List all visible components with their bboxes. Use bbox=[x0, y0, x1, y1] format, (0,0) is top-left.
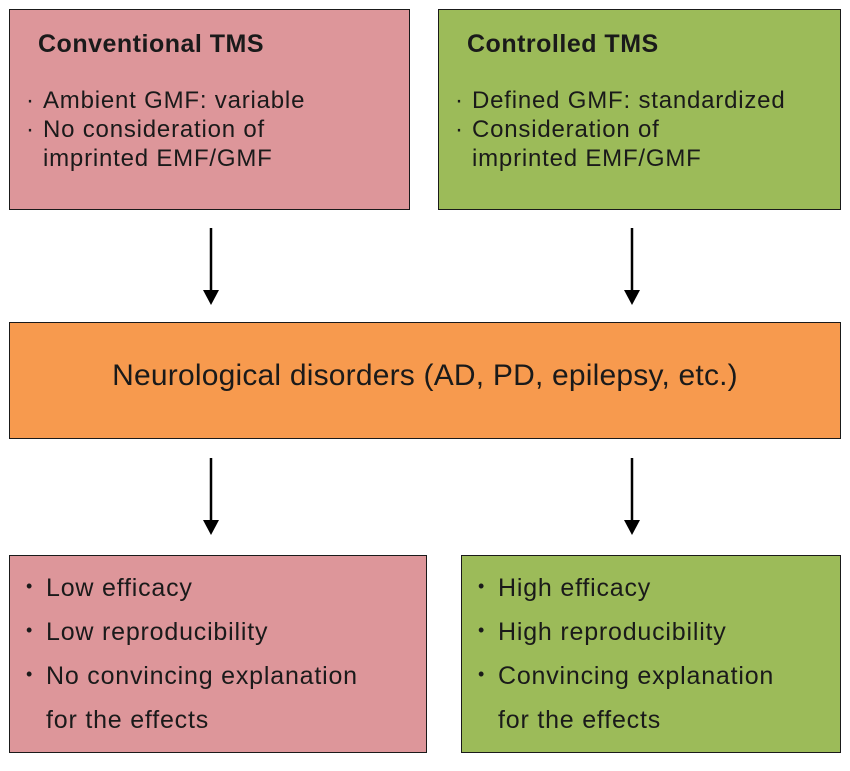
controlled-result-list: High efficacy High reproducibility Convi… bbox=[478, 564, 774, 742]
neurological-disorders-label: Neurological disorders (AD, PD, epilepsy… bbox=[112, 359, 738, 392]
arrow-controlled-to-disorders bbox=[624, 228, 640, 305]
controlled-tms-title: Controlled TMS bbox=[467, 30, 659, 58]
neurological-disorders-box: Neurological disorders (AD, PD, epilepsy… bbox=[9, 322, 841, 439]
arrow-disorders-to-low-result bbox=[203, 458, 219, 535]
list-item: Defined GMF: standardized bbox=[455, 86, 785, 115]
list-item: Low efficacy bbox=[26, 564, 358, 610]
list-item: High efficacy bbox=[478, 564, 774, 610]
conventional-result-list: Low efficacy Low reproducibility No conv… bbox=[26, 564, 358, 742]
list-item: No convincing explanation bbox=[26, 652, 358, 698]
list-item-continuation: for the effects bbox=[46, 706, 210, 734]
list-item: No consideration of bbox=[26, 115, 305, 144]
controlled-tms-box: Controlled TMS Defined GMF: standardized… bbox=[438, 9, 841, 210]
conventional-tms-box: Conventional TMS Ambient GMF: variable N… bbox=[9, 9, 410, 210]
arrow-conventional-to-disorders bbox=[203, 228, 219, 305]
controlled-tms-list: Defined GMF: standardized Consideration … bbox=[455, 86, 785, 173]
list-item-continuation: imprinted EMF/GMF bbox=[43, 145, 273, 172]
list-item-continuation: for the effects bbox=[498, 706, 662, 734]
controlled-result-box: High efficacy High reproducibility Convi… bbox=[461, 555, 841, 753]
conventional-result-box: Low efficacy Low reproducibility No conv… bbox=[9, 555, 427, 753]
list-item: Ambient GMF: variable bbox=[26, 86, 305, 115]
list-item: Convincing explanation bbox=[478, 652, 774, 698]
conventional-tms-list: Ambient GMF: variable No consideration o… bbox=[26, 86, 305, 173]
arrow-disorders-to-high-result bbox=[624, 458, 640, 535]
list-item: High reproducibility bbox=[478, 608, 774, 654]
list-item: Consideration of bbox=[455, 115, 785, 144]
list-item: Low reproducibility bbox=[26, 608, 358, 654]
conventional-tms-title: Conventional TMS bbox=[38, 30, 265, 58]
list-item-continuation: imprinted EMF/GMF bbox=[472, 145, 702, 172]
